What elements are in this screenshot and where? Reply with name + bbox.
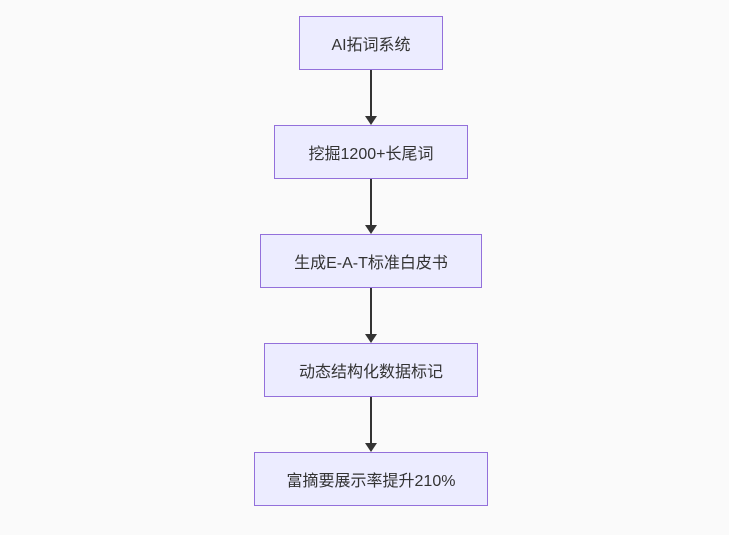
flow-node-label: 动态结构化数据标记 — [298, 364, 443, 381]
arrowhead-down-icon — [365, 334, 377, 343]
edge-arrow-1 — [365, 70, 377, 125]
edge-arrow-3 — [365, 288, 377, 343]
arrowhead-down-icon — [365, 225, 377, 234]
flow-node-label: AI拓词系统 — [331, 37, 411, 54]
flow-node-structured-data-markup: 动态结构化数据标记 — [264, 343, 478, 397]
edge-arrow-2 — [365, 179, 377, 234]
flowchart: AI拓词系统 挖掘1200+长尾词 生成E-A-T标准白皮书 动态结构化数据标记… — [254, 16, 488, 506]
flow-node-longtail-mining: 挖掘1200+长尾词 — [274, 125, 468, 179]
flow-node-label: 挖掘1200+长尾词 — [308, 146, 434, 163]
edge-arrow-4 — [365, 397, 377, 452]
flow-node-label: 生成E-A-T标准白皮书 — [294, 255, 448, 272]
arrowhead-down-icon — [365, 116, 377, 125]
edge-line — [370, 288, 372, 334]
flow-node-ai-keyword-system: AI拓词系统 — [299, 16, 443, 70]
arrowhead-down-icon — [365, 443, 377, 452]
flow-node-label: 富摘要展示率提升210% — [286, 473, 456, 490]
edge-line — [370, 397, 372, 443]
edge-line — [370, 179, 372, 225]
edge-line — [370, 70, 372, 116]
flow-node-eat-whitepaper: 生成E-A-T标准白皮书 — [260, 234, 482, 288]
flow-node-rich-snippet-result: 富摘要展示率提升210% — [254, 452, 488, 506]
